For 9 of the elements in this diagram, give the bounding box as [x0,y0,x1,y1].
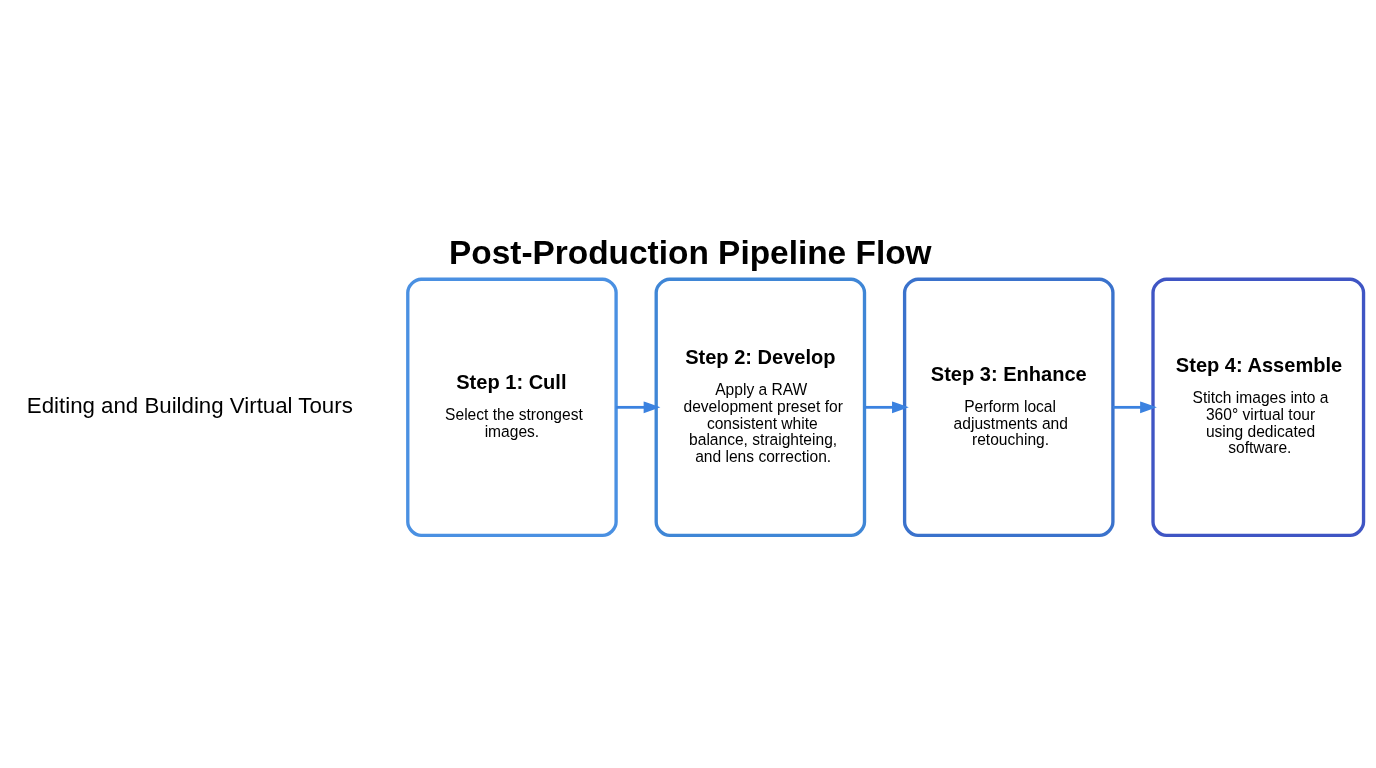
diagram-title: Post-Production Pipeline Flow [448,233,932,271]
label: Editing and Building Virtual Tours [26,392,353,418]
arrow [615,401,660,413]
node-box: Step 3: Enhance Perform local adjustments and retouching. [902,277,1115,537]
node-box: Step 2: Develop Apply a RAW development preset for consistent white balance, straighteing, and lens correction. [654,277,866,537]
node-box: Step 1: Cull Select the strongest images. [405,277,618,537]
arrow [864,401,909,413]
node-box: Step 4: Assemble Stitch images into a 360° virtual tour using dedicated software. [1150,277,1365,537]
arrow [1112,401,1157,413]
